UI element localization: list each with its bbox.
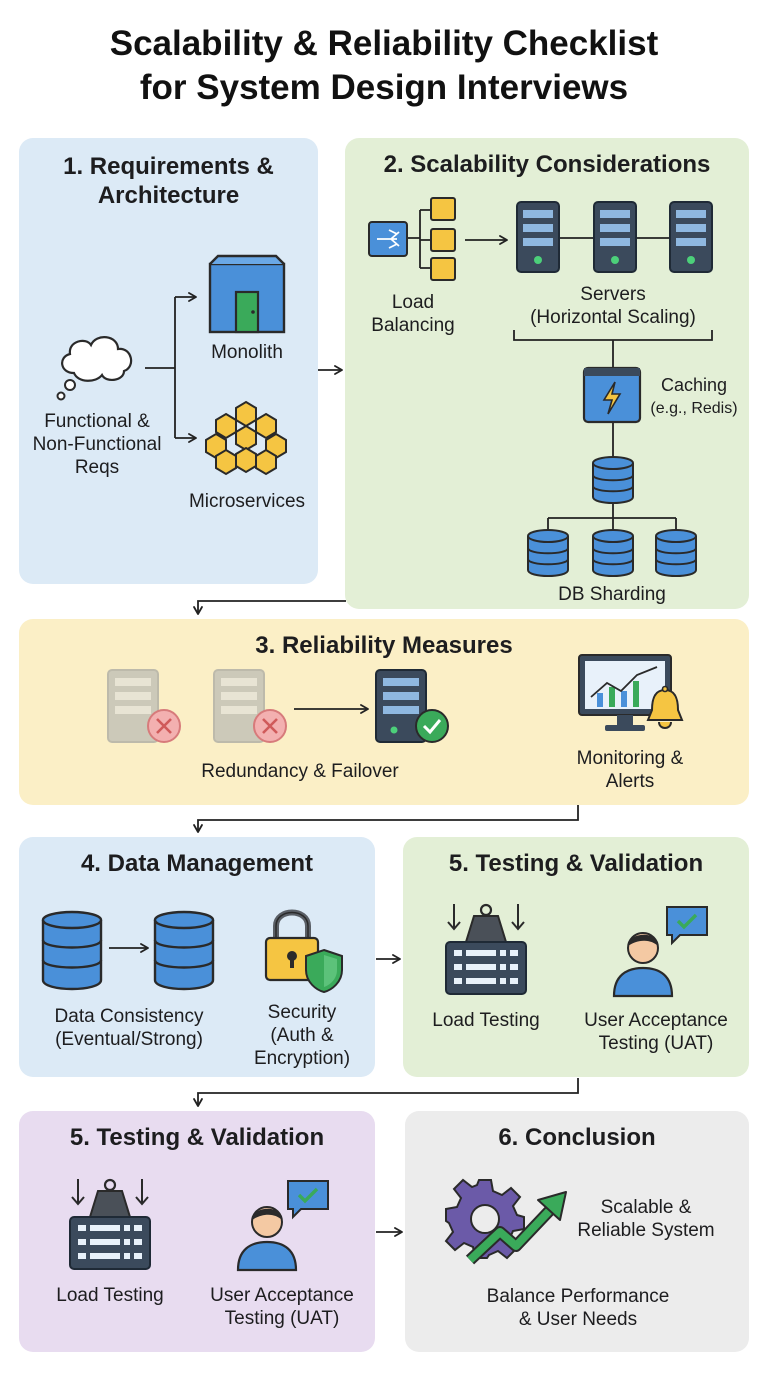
uat-label: User Acceptance Testing (UAT) (196, 1284, 368, 1330)
reqs-label-line-3: Reqs (74, 457, 120, 478)
uat-label-line-2: Testing (UAT) (224, 1308, 340, 1329)
reqs-label-line-1: Functional & (44, 411, 150, 432)
section-6-title: 6. Conclusion (498, 1124, 656, 1151)
server-icon (593, 201, 637, 273)
user-icon (236, 1206, 298, 1272)
section-1-title-line-1: 1. Requirements & (63, 153, 274, 180)
security-label-line-2: (Auth & (270, 1025, 334, 1046)
caching-label-line-1: Caching (660, 375, 728, 395)
redundancy-label: Redundancy & Failover (201, 761, 399, 782)
microservices-icon (205, 400, 287, 476)
uat-label-line-1: User Acceptance (210, 1285, 354, 1306)
caching-label-line-2: (e.g., Redis) (650, 400, 738, 417)
consistency-label: Data Consistency (Eventual/Strong) (36, 1005, 222, 1051)
servers-label-line-2: (Horizontal Scaling) (530, 307, 696, 328)
uat-label: User Acceptance Testing (UAT) (570, 1009, 742, 1055)
load-balancing-line-1: Load (391, 292, 435, 313)
servers-label: Servers (Horizontal Scaling) (510, 283, 716, 329)
load-testing-label: Load Testing (56, 1285, 164, 1306)
balance-label: Balance Performance & User Needs (460, 1285, 696, 1331)
monitoring-label-line-1: Monitoring & (576, 748, 684, 769)
thought-cloud-icon (56, 336, 133, 401)
caching-label: Caching (e.g., Redis) (644, 374, 744, 420)
shield-icon (305, 948, 343, 994)
database-icon (41, 910, 103, 991)
load-test-icon (69, 1178, 151, 1270)
trend-arrow-icon (465, 1191, 567, 1265)
load-balancing-line-2: Balancing (371, 315, 455, 336)
servers-label-line-1: Servers (580, 284, 646, 305)
server-icon (669, 201, 713, 273)
database-icon (655, 529, 697, 577)
cache-icon (582, 366, 642, 424)
security-label-line-3: Encryption) (253, 1048, 351, 1069)
title-line-2: for System Design Interviews (139, 68, 629, 107)
page-title: Scalability & Reliability Checklist for … (0, 22, 768, 110)
database-icon (592, 529, 634, 577)
load-testing-label: Load Testing (432, 1010, 540, 1031)
failed-server-icon (213, 669, 287, 743)
monitoring-label: Monitoring & Alerts (560, 747, 700, 793)
server-icon (516, 201, 560, 273)
reqs-label-line-2: Non-Functional (32, 434, 162, 455)
arrow-s2-s3 (193, 600, 346, 615)
uat-label-line-1: User Acceptance (584, 1010, 728, 1031)
section-5a-title: 5. Testing & Validation (448, 850, 704, 877)
monitor-icon (578, 654, 672, 731)
arrow-s5a-s5b (193, 1078, 579, 1107)
load-balancing-label: Load Balancing (358, 291, 468, 337)
database-icon (592, 456, 634, 504)
failed-server-icon (107, 669, 181, 743)
security-label-line-1: Security (267, 1002, 337, 1023)
section-1-title-line-2: Architecture (97, 182, 240, 209)
balance-label-line-2: & User Needs (518, 1309, 638, 1330)
security-label: Security (Auth & Encryption) (240, 1001, 364, 1070)
database-icon (527, 529, 569, 577)
section-1-title: 1. Requirements & Architecture (19, 152, 318, 210)
microservices-label: Microservices (188, 491, 306, 512)
db-sharding-label: DB Sharding (558, 584, 666, 605)
section-5b-title: 5. Testing & Validation (69, 1124, 325, 1151)
database-icon (153, 910, 215, 991)
healthy-server-icon (375, 669, 449, 743)
result-label: Scalable & Reliable System (568, 1196, 724, 1242)
section-4-title: 4. Data Management (80, 850, 314, 877)
monolith-icon (208, 254, 286, 334)
title-line-1: Scalability & Reliability Checklist (109, 24, 659, 63)
load-balancer-icon (368, 197, 456, 281)
consistency-label-line-2: (Eventual/Strong) (55, 1029, 203, 1050)
section-2-title: 2. Scalability Considerations (383, 151, 711, 178)
reqs-label: Functional & Non-Functional Reqs (22, 410, 172, 479)
balance-label-line-1: Balance Performance (486, 1286, 670, 1307)
chat-check-icon (666, 906, 708, 946)
uat-label-line-2: Testing (UAT) (598, 1033, 714, 1054)
monolith-label: Monolith (211, 342, 283, 363)
arrow-s3-s4 (193, 805, 579, 833)
load-test-icon (445, 903, 527, 995)
section-3-title: 3. Reliability Measures (255, 632, 513, 659)
chat-check-icon (287, 1180, 329, 1220)
result-label-line-2: Reliable System (577, 1220, 715, 1241)
result-label-line-1: Scalable & (600, 1197, 692, 1218)
bell-icon (646, 685, 684, 729)
monitoring-label-line-2: Alerts (605, 771, 655, 792)
consistency-label-line-1: Data Consistency (54, 1006, 204, 1027)
user-icon (612, 932, 674, 998)
